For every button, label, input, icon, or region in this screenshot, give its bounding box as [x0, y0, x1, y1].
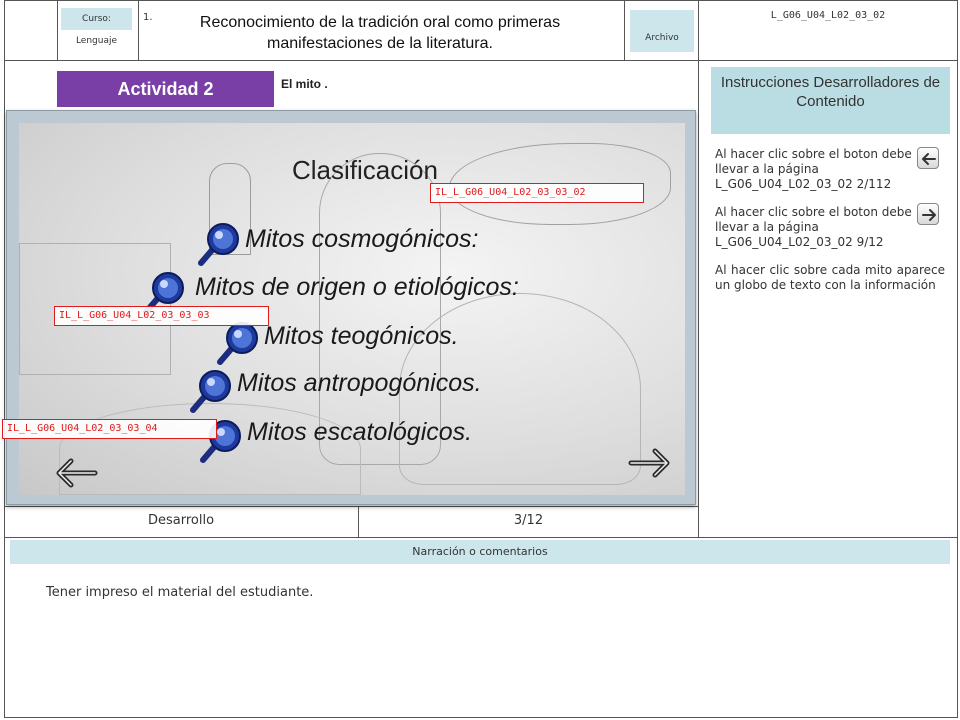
- sketch-tower: [209, 163, 251, 255]
- page-counter: 3/12: [513, 513, 544, 528]
- image-tag-2: IL_L_G06_U04_L02_03_03_03: [54, 306, 269, 326]
- image-tag-3: IL_L_G06_U04_L02_03_03_04: [2, 419, 217, 439]
- myth-1-label[interactable]: Mitos cosmogónicos:: [245, 225, 479, 253]
- status-top-line: [4, 506, 699, 507]
- instructions-title: Instrucciones Desarrolladores de Conteni…: [711, 67, 950, 134]
- status-sep: [358, 506, 359, 538]
- arrow-right-icon: [628, 448, 670, 478]
- course-label: Curso:: [61, 8, 132, 30]
- instruction-2: Al hacer clic sobre el boton debe llevar…: [715, 205, 912, 249]
- instruction-prev-button: [917, 147, 939, 169]
- narration-text: Tener impreso el material del estudiante…: [46, 585, 314, 600]
- archivo-button[interactable]: Archivo: [630, 10, 694, 52]
- myth-2-pin-button[interactable]: [140, 268, 188, 316]
- border-bottom: [4, 717, 958, 718]
- myth-2-label[interactable]: Mitos de origen o etiológicos:: [195, 273, 519, 301]
- header-sep-2: [138, 0, 139, 60]
- arrow-left-icon: [56, 458, 98, 488]
- myth-5-label[interactable]: Mitos escatológicos.: [247, 418, 473, 446]
- lesson-number: 1.: [143, 12, 153, 23]
- header-sep-3: [624, 0, 625, 60]
- footer-top-line: [4, 537, 958, 538]
- classification-heading: Clasificación: [292, 155, 438, 185]
- border-left: [4, 0, 5, 718]
- page-title: Reconocimiento de la tradición oral como…: [199, 14, 561, 52]
- pushpin-icon: [217, 322, 258, 365]
- instruction-1: Al hacer clic sobre el boton debe llevar…: [715, 147, 912, 191]
- page-code: L_G06_U04_L02_03_02: [770, 10, 886, 21]
- myth-1-pin-button[interactable]: [195, 219, 243, 267]
- section-label: Desarrollo: [147, 513, 215, 528]
- myth-4-pin-button[interactable]: [187, 366, 235, 414]
- main-right-sep: [698, 60, 699, 538]
- activity-badge: Actividad 2: [57, 71, 274, 107]
- pushpin-icon: [190, 370, 231, 413]
- pushpin-icon: [143, 272, 184, 315]
- myth-4-label[interactable]: Mitos antropogónicos.: [237, 369, 482, 397]
- myth-5-pin-button[interactable]: [197, 416, 245, 464]
- stage-next-button[interactable]: [625, 441, 675, 485]
- sketch-figure: [319, 153, 441, 465]
- myth-3-pin-button[interactable]: [214, 318, 262, 366]
- stage-prev-button[interactable]: [51, 451, 101, 495]
- border-right: [957, 0, 958, 718]
- image-tag-1: IL_L_G06_U04_L02_03_03_02: [430, 183, 644, 203]
- sketch-dress: [399, 293, 641, 485]
- activity-subtitle: El mito .: [281, 77, 328, 91]
- narration-label: Narración o comentarios: [10, 540, 950, 564]
- border-top: [4, 0, 958, 1]
- instruction-3: Al hacer clic sobre cada mito aparece un…: [715, 263, 945, 292]
- course-value: Lenguaje: [75, 36, 118, 46]
- header-bottom-line: [4, 60, 958, 61]
- header-sep-4: [698, 0, 699, 60]
- header-sep-1: [57, 0, 58, 60]
- arrow-right-icon: [922, 209, 936, 221]
- arrow-left-icon: [922, 153, 936, 165]
- instruction-next-button: [917, 203, 939, 225]
- sketch-street: [59, 403, 361, 495]
- myth-3-label[interactable]: Mitos teogónicos.: [264, 322, 459, 350]
- pushpin-icon: [200, 420, 241, 463]
- pushpin-icon: [198, 223, 239, 266]
